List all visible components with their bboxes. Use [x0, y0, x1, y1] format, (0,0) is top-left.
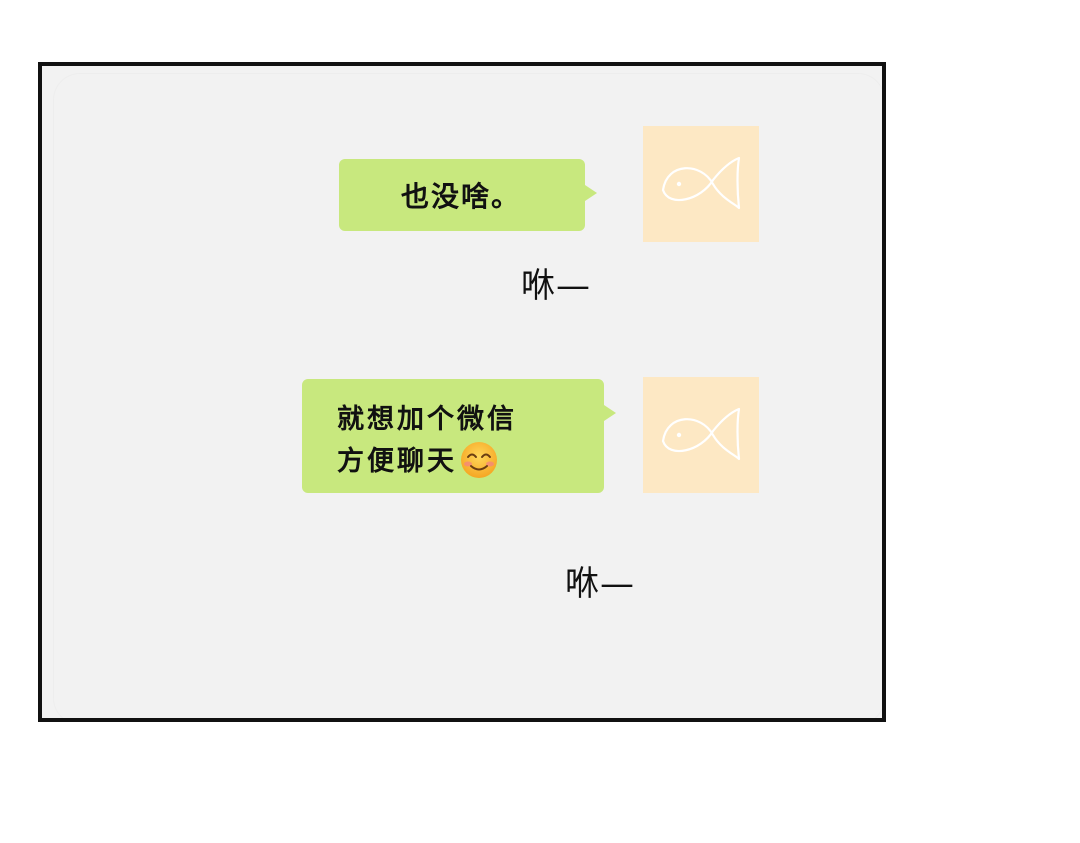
fish-logo-icon [661, 156, 741, 210]
sound-effect-2: 咻— [565, 564, 635, 604]
chat-bubble-1: 也没啥。 [339, 159, 597, 231]
chat-bubble-1-text: 也没啥。 [401, 180, 522, 213]
smiling-face-emoji-icon [461, 441, 497, 478]
comic-panel: 也没啥。 咻— 就想加个微信 方便聊天 [38, 62, 886, 722]
chat-bubble-2-line-2: 方便聊天 [337, 441, 604, 483]
chat-bubble-2: 就想加个微信 方便聊天 [302, 379, 616, 493]
fish-logo-icon [661, 407, 741, 461]
chat-bubble-2-line-2-text: 方便聊天 [337, 446, 457, 477]
chat-bubble-2-line-1: 就想加个微信 [337, 404, 517, 435]
sender-avatar-1 [643, 126, 759, 242]
sound-effect-1: 咻— [521, 266, 591, 306]
sender-avatar-2 [643, 377, 759, 493]
